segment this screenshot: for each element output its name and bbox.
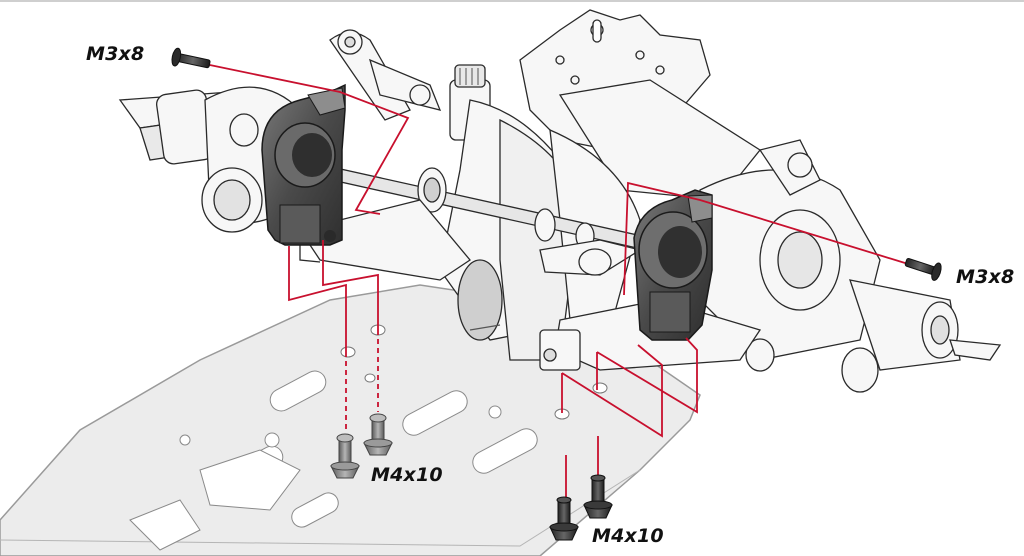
screw-m4x10-black-2 xyxy=(583,474,613,519)
callout-m3x8-right: M3x8 xyxy=(956,266,1015,288)
screw-m4x10-black-1 xyxy=(549,496,579,541)
drivetrain-assembly xyxy=(118,9,1002,393)
left-hub-carrier xyxy=(261,83,346,246)
callout-m4x10-bottom: M4x10 xyxy=(592,525,664,547)
screw-m4x10-grey-1 xyxy=(330,433,360,479)
screw-m3x8-right xyxy=(904,258,942,281)
screw-m3x8-top-left xyxy=(171,47,211,69)
callout-m4x10-center: M4x10 xyxy=(371,464,443,486)
leader-lines xyxy=(204,63,919,500)
right-hub-carrier xyxy=(633,189,713,341)
screw-m4x10-grey-2 xyxy=(363,413,393,456)
callout-m3x8-top-left: M3x8 xyxy=(86,43,145,65)
